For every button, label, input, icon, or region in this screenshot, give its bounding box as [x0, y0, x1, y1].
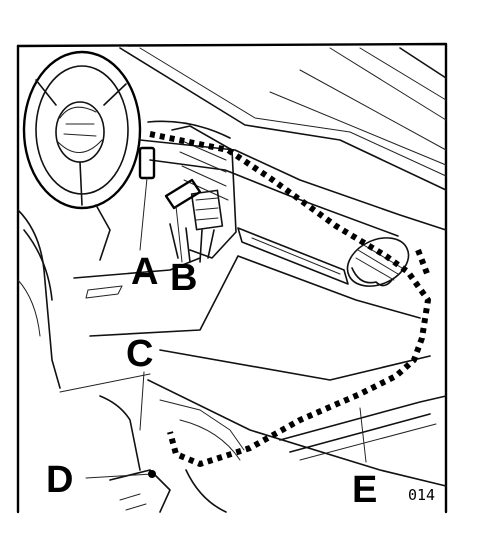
wiring-route-branch [415, 248, 431, 278]
windshield-lines [119, 47, 447, 191]
callout-e: E [352, 469, 377, 511]
steering-wheel [22, 50, 142, 261]
callout-d: D [46, 459, 73, 501]
floor-and-seat [17, 209, 447, 513]
callout-c: C [126, 333, 153, 375]
dashboard [138, 120, 447, 287]
callout-a: A [131, 251, 158, 293]
figure-number: 014 [408, 486, 435, 504]
leader-lines [85, 177, 367, 479]
callout-b: B [170, 257, 197, 299]
pointer-dot-d [148, 470, 156, 478]
diagram-frame [16, 42, 448, 514]
wiring-route-dotted-line [149, 131, 431, 467]
